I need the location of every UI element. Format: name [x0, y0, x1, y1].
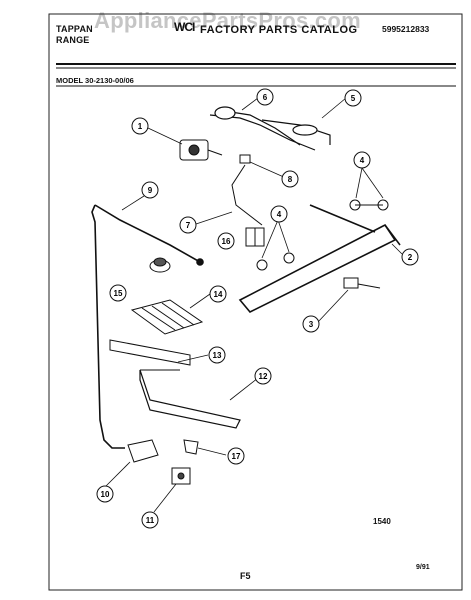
callout-12: 12 — [254, 367, 272, 385]
page-frame — [48, 13, 463, 591]
part-17-clip — [183, 439, 199, 455]
callout-2: 2 — [401, 248, 419, 266]
catalog-title: FACTORY PARTS CATALOG — [200, 24, 358, 36]
callout-4-upper: 4 — [353, 151, 371, 169]
svg-text:7: 7 — [186, 221, 191, 230]
part-9-tube — [91, 204, 204, 449]
callout-8: 8 — [281, 170, 299, 188]
brand-name: TAPPAN — [56, 24, 93, 34]
part-7-lead-wire — [231, 164, 263, 226]
catalog-number: 5995212833 — [382, 24, 430, 34]
svg-text:12: 12 — [259, 372, 268, 381]
part-5-tube-assembly — [261, 119, 331, 145]
svg-text:4: 4 — [360, 156, 365, 165]
part-6-tube-assembly — [209, 106, 316, 151]
svg-text:10: 10 — [101, 490, 110, 499]
page-label: F5 — [240, 571, 251, 581]
svg-text:5: 5 — [351, 94, 356, 103]
callout-3: 3 — [302, 315, 320, 333]
part-14-burner-plate — [130, 299, 204, 335]
callout-15: 15 — [109, 284, 127, 302]
callout-16: 16 — [217, 232, 235, 250]
svg-text:11: 11 — [146, 516, 155, 525]
model-label: MODEL 30-2130-00/06 — [56, 76, 134, 85]
callout-6: 6 — [256, 88, 274, 106]
svg-text:2: 2 — [408, 253, 413, 262]
part-2-manifold-pipe — [238, 204, 401, 313]
part-1-valve — [179, 139, 223, 161]
svg-text:8: 8 — [288, 175, 293, 184]
part-15-orifice — [149, 257, 171, 273]
callout-7: 7 — [179, 216, 197, 234]
callout-11: 11 — [141, 511, 159, 529]
callout-14: 14 — [209, 285, 227, 303]
part-10-clip — [127, 439, 159, 463]
callout-5: 5 — [344, 89, 362, 107]
product-name: RANGE — [56, 35, 90, 45]
figure-number: 1540 — [373, 517, 391, 526]
svg-text:9: 9 — [148, 186, 153, 195]
revision-date: 9/91 — [416, 564, 430, 571]
brand-block: TAPPAN RANGE — [56, 24, 93, 46]
svg-text:6: 6 — [263, 93, 268, 102]
callout-17: 17 — [227, 447, 245, 465]
svg-text:14: 14 — [214, 290, 223, 299]
svg-text:13: 13 — [213, 351, 222, 360]
svg-text:15: 15 — [114, 289, 123, 298]
part-13-bracket — [109, 339, 191, 371]
part-4-valve-upper — [349, 199, 389, 211]
callout-4-lower: 4 — [270, 205, 288, 223]
callout-1: 1 — [131, 117, 149, 135]
svg-text:4: 4 — [277, 210, 282, 219]
watermark-text: AppliancePartsPros.com — [94, 8, 362, 33]
callout-13: 13 — [208, 346, 226, 364]
part-3-bracket — [343, 277, 381, 289]
part-16-switch — [245, 227, 265, 247]
svg-text:3: 3 — [309, 320, 314, 329]
svg-text:1: 1 — [138, 122, 143, 131]
callout-9: 9 — [141, 181, 159, 199]
part-12-manifold — [139, 369, 241, 429]
svg-text:17: 17 — [232, 452, 241, 461]
part-8-fitting — [239, 154, 251, 164]
callout-10: 10 — [96, 485, 114, 503]
svg-text:16: 16 — [222, 237, 231, 246]
part-11-holder — [171, 467, 191, 485]
part-4-valve-lower — [256, 252, 295, 271]
catalog-logo: WCI — [174, 20, 195, 34]
